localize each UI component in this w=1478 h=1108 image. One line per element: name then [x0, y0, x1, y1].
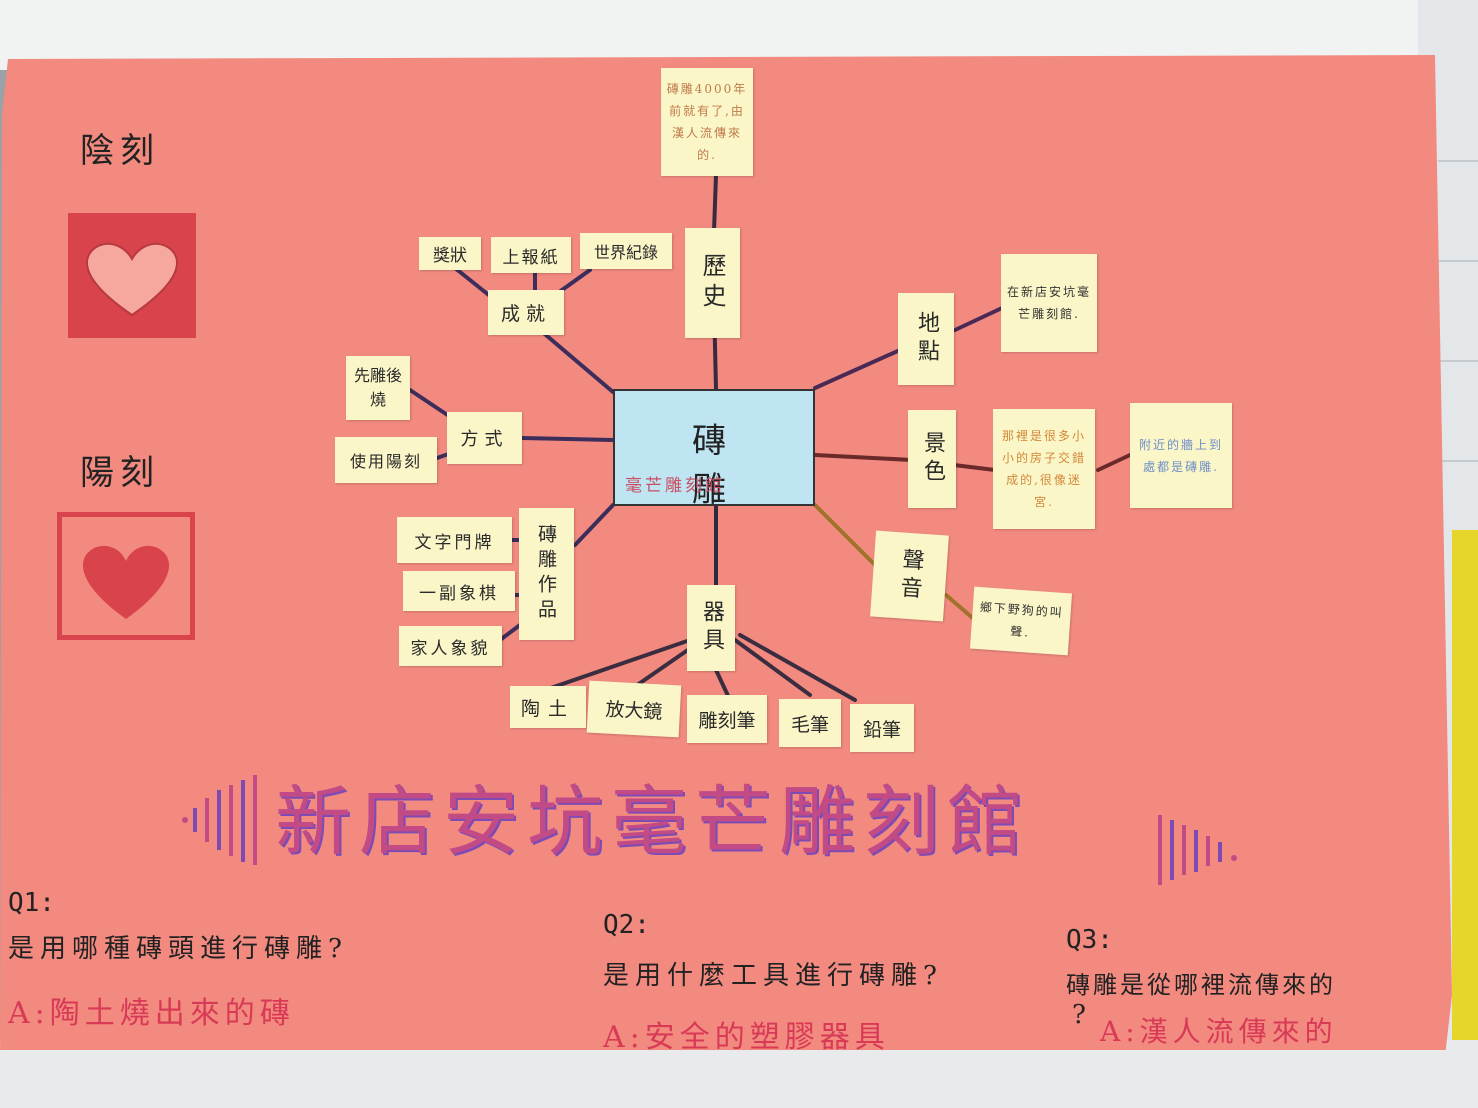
q1-label: Q1:	[8, 888, 55, 918]
heart-icon	[82, 545, 170, 619]
center-topic-note: 磚雕 毫芒雕刻館	[613, 389, 815, 510]
q3-label: Q3:	[1066, 925, 1113, 955]
intaglio-heart-sample	[68, 213, 196, 338]
q1-answer: A:陶土燒出來的磚	[8, 996, 295, 1031]
scenery-label-note: 景色	[908, 410, 956, 508]
works-item-chess-set: 一副象棋	[403, 571, 515, 611]
center-topic-title: 磚雕	[692, 421, 796, 510]
location-detail-note: 在新店安坑毫芒雕刻館.	[1001, 254, 1097, 352]
scenery-detail2-note: 附近的牆上到處都是磚雕.	[1130, 403, 1232, 508]
works-label-note: 磚雕作品	[519, 508, 574, 640]
tools-item-clay: 陶土	[510, 686, 586, 728]
relief-heart-sample	[57, 512, 195, 640]
sound-label-note: 聲音	[870, 530, 949, 622]
poster-sheet	[0, 55, 1452, 1050]
achievement-item-world-record: 世界紀錄	[580, 233, 672, 269]
achievement-label-note: 成就	[488, 290, 564, 335]
q2-answer: A:安全的塑膠器具	[603, 1020, 890, 1055]
method-label-note: 方式	[447, 412, 522, 464]
works-item-family-portrait: 家人象貌	[399, 626, 502, 666]
q1-question: 是用哪種磚頭進行磚雕?	[8, 934, 348, 964]
tools-item-magnifier: 放大鏡	[586, 680, 682, 738]
location-label-note: 地點	[898, 293, 954, 385]
tools-label-note: 器具	[687, 585, 735, 671]
sound-detail-note: 鄉下野狗的叫聲.	[969, 586, 1073, 656]
tools-item-carving-pen: 雕刻筆	[687, 695, 767, 743]
tools-item-brush: 毛筆	[779, 699, 841, 747]
tools-item-pencil: 鉛筆	[850, 704, 914, 752]
q3-question: 磚雕是從哪裡流傳來的	[1066, 971, 1336, 999]
achievement-item-award: 獎狀	[419, 237, 481, 270]
method-item-carve-then-fire: 先雕後燒	[346, 356, 410, 420]
q2-question: 是用什麼工具進行磚雕?	[603, 961, 943, 991]
history-detail-note: 磚雕4000年前就有了,由漢人流傳來的.	[661, 68, 753, 176]
banner-title: 新店安坑毫芒雕刻館	[275, 777, 1031, 866]
achievement-item-newspaper: 上報紙	[491, 237, 571, 273]
q3-question-mark: ?	[1072, 1000, 1092, 1030]
relief-label: 陽刻	[80, 453, 160, 493]
background-table	[0, 1040, 1478, 1108]
scenery-detail-note: 那裡是很多小小的房子交錯成的,很像迷宮.	[993, 409, 1095, 529]
q3-answer: A:漢人流傳來的	[1100, 1015, 1338, 1048]
method-item-use-relief: 使用陽刻	[335, 437, 437, 483]
heart-icon	[86, 243, 178, 317]
background-yellow-object	[1452, 530, 1478, 1108]
center-topic-subtitle: 毫芒雕刻館	[625, 476, 725, 496]
works-item-door-plate: 文字門牌	[397, 517, 512, 563]
intaglio-label: 陰刻	[80, 131, 160, 171]
history-label-note: 歷史	[685, 228, 740, 338]
q2-label: Q2:	[603, 910, 650, 940]
